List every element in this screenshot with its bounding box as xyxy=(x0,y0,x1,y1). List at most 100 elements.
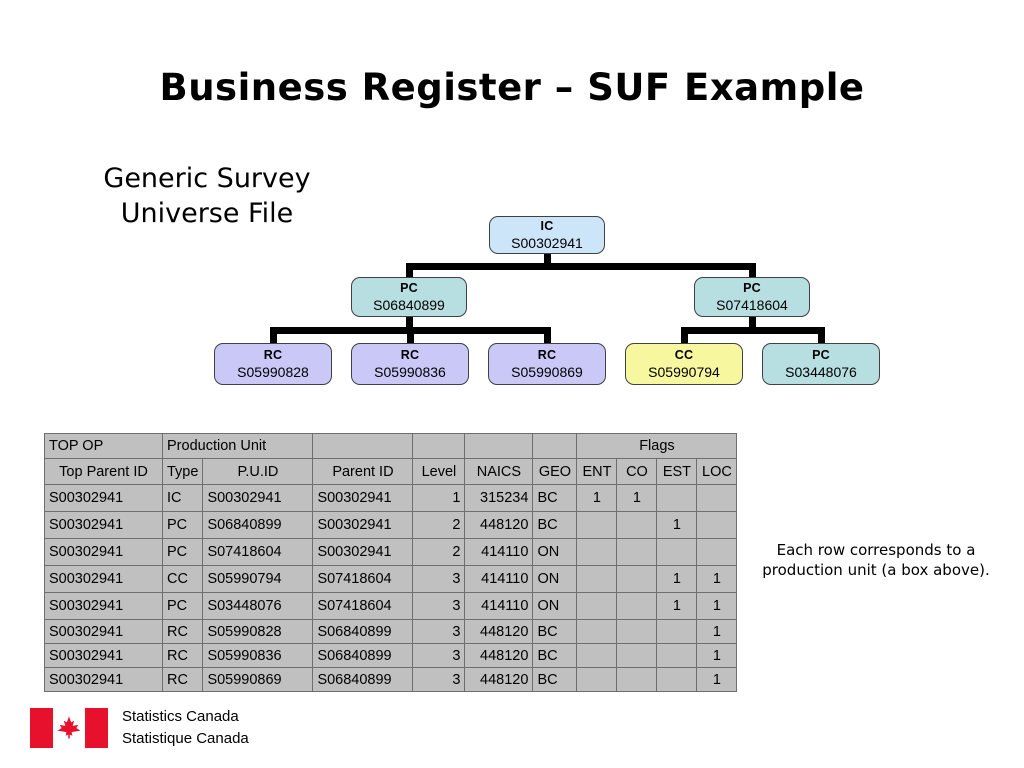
cell-parent-id: S07418604 xyxy=(312,565,414,593)
org-node-unit-id: S05990869 xyxy=(511,363,583,380)
suf-data-table: TOP OP Production Unit Flags Top Parent … xyxy=(44,433,738,692)
annotation-line-2: production unit (a box above). xyxy=(762,560,990,579)
canada-flag-icon xyxy=(30,707,108,748)
cell-est: 1 xyxy=(656,511,698,539)
footer-text: Statistics Canada Statistique Canada xyxy=(122,706,249,750)
org-node-type: RC xyxy=(537,347,557,362)
caption-line-2: Universe File xyxy=(120,197,294,229)
connector-line xyxy=(405,317,413,330)
org-node-unit-id: S05990794 xyxy=(648,363,720,380)
cell-level: 3 xyxy=(412,565,466,593)
cell-geo: BC xyxy=(532,484,578,512)
cell-parent-id: S06840899 xyxy=(312,619,414,644)
cell-co xyxy=(616,511,658,539)
cell-level: 3 xyxy=(412,667,466,692)
annotation-note: Each row corresponds to a production uni… xyxy=(752,541,1000,581)
cell-parent-id: S00302941 xyxy=(312,538,414,566)
cell-top-parent-id: S00302941 xyxy=(44,619,163,644)
cell-level: 2 xyxy=(412,511,466,539)
cell-level: 1 xyxy=(412,484,466,512)
org-node-type: RC xyxy=(263,347,283,362)
cell-type: PC xyxy=(161,511,204,539)
cell-type: PC xyxy=(161,592,204,620)
cell-geo: BC xyxy=(532,511,578,539)
cell-level: 3 xyxy=(412,619,466,644)
cell-naics: 448120 xyxy=(464,511,534,539)
org-node-type: PC xyxy=(743,280,761,295)
connector-line xyxy=(405,266,413,277)
column-header-ent: ENT xyxy=(576,458,618,485)
group-header-blank-4 xyxy=(532,433,578,459)
column-header-geo: GEO xyxy=(532,458,578,485)
column-header-est: EST xyxy=(656,458,698,485)
column-header-parent-id: Parent ID xyxy=(312,458,414,485)
cell-top-parent-id: S00302941 xyxy=(44,667,163,692)
cell-level: 2 xyxy=(412,538,466,566)
cell-loc xyxy=(696,484,738,512)
cell-pu-id: S05990794 xyxy=(202,565,314,593)
connector-line xyxy=(406,330,414,343)
org-node-unit-id: S05990836 xyxy=(374,363,446,380)
cell-top-parent-id: S00302941 xyxy=(44,511,163,539)
cell-parent-id: S06840899 xyxy=(312,667,414,692)
flag-bar-left xyxy=(30,707,53,748)
cell-type: CC xyxy=(161,565,204,593)
cell-geo: ON xyxy=(532,592,578,620)
cell-parent-id: S00302941 xyxy=(312,511,414,539)
group-header-flags: Flags xyxy=(576,433,738,459)
cell-co xyxy=(616,619,658,644)
cell-geo: BC xyxy=(532,619,578,644)
cell-loc xyxy=(696,511,738,539)
group-header-blank-1 xyxy=(312,433,414,459)
cell-co xyxy=(616,643,658,668)
cell-pu-id: S00302941 xyxy=(202,484,314,512)
cell-naics: 315234 xyxy=(464,484,534,512)
footer-line-french: Statistique Canada xyxy=(122,729,249,747)
org-node-unit-id: S05990828 xyxy=(237,363,309,380)
cell-ent xyxy=(576,565,618,593)
cell-type: IC xyxy=(161,484,204,512)
maple-leaf-icon xyxy=(53,708,85,748)
cell-co xyxy=(616,565,658,593)
org-node-unit-id: S07418604 xyxy=(716,296,788,313)
annotation-line-1: Each row corresponds to a xyxy=(776,541,976,559)
cell-parent-id: S07418604 xyxy=(312,592,414,620)
cell-naics: 448120 xyxy=(464,643,534,668)
cell-loc: 1 xyxy=(696,592,738,620)
column-header-naics: NAICS xyxy=(464,458,534,485)
cell-geo: BC xyxy=(532,667,578,692)
table-group-header-row: TOP OP Production Unit Flags xyxy=(44,433,738,459)
group-header-production-unit: Production Unit xyxy=(161,433,314,459)
cell-est: 1 xyxy=(656,565,698,593)
cell-top-parent-id: S00302941 xyxy=(44,643,163,668)
table-body: TOP OP Production Unit Flags Top Parent … xyxy=(44,433,738,692)
connector-line xyxy=(748,317,756,330)
cell-parent-id: S00302941 xyxy=(312,484,414,512)
column-header-top-parent-id: Top Parent ID xyxy=(44,458,163,485)
cell-est xyxy=(656,538,698,566)
cell-est xyxy=(656,667,698,692)
cell-level: 3 xyxy=(412,592,466,620)
cell-naics: 414110 xyxy=(464,565,534,593)
cell-ent xyxy=(576,619,618,644)
caption-line-1: Generic Survey xyxy=(103,163,311,194)
cell-top-parent-id: S00302941 xyxy=(44,484,163,512)
generic-survey-universe-file-caption: Generic Survey Universe File xyxy=(72,162,342,231)
